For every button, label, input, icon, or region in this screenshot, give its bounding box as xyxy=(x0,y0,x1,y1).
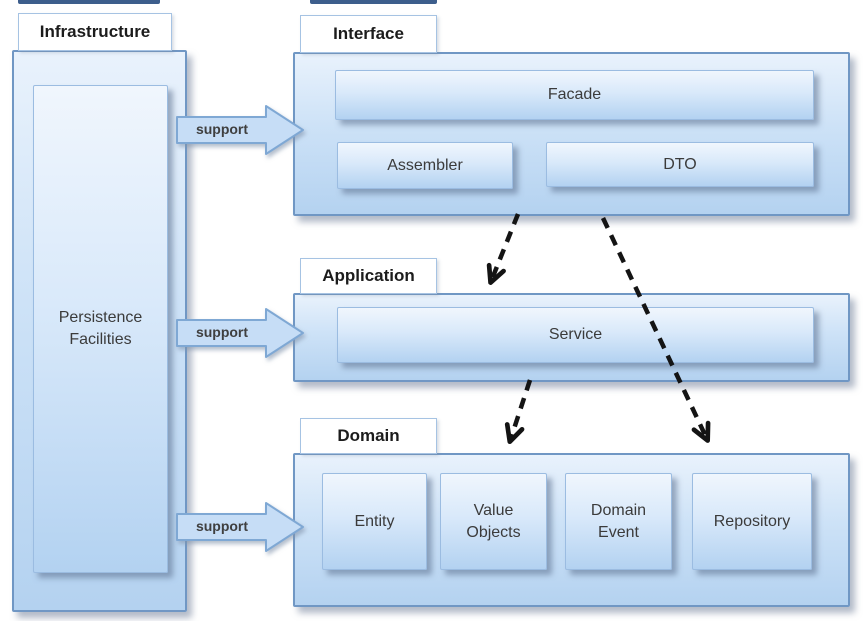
support-arrow-middle xyxy=(176,308,304,358)
domain-tab: Domain xyxy=(300,418,437,454)
repository-box: Repository xyxy=(692,473,812,570)
value-objects-box: Value Objects xyxy=(440,473,547,570)
support-label-middle: support xyxy=(195,324,249,340)
application-tab: Application xyxy=(300,258,437,294)
persistence-facilities-box: Persistence Facilities xyxy=(33,85,168,573)
service-box: Service xyxy=(337,307,814,363)
dashed-arrow-facade-to-application xyxy=(486,213,521,285)
support-label-bottom: support xyxy=(195,518,249,534)
support-label-top: support xyxy=(195,121,249,137)
interface-tab: Interface xyxy=(300,15,437,53)
entity-box: Entity xyxy=(322,473,427,570)
infrastructure-tab: Infrastructure xyxy=(18,13,172,51)
facade-box: Facade xyxy=(335,70,814,120)
dto-box: DTO xyxy=(546,142,814,187)
support-arrow-bottom xyxy=(176,502,304,552)
assembler-box: Assembler xyxy=(337,142,513,189)
top-edge-artifact xyxy=(18,0,160,4)
domain-event-box: Domain Event xyxy=(565,473,672,570)
dashed-arrow-service-to-domain xyxy=(504,379,533,445)
top-edge-artifact xyxy=(310,0,437,4)
support-arrow-top xyxy=(176,105,304,155)
